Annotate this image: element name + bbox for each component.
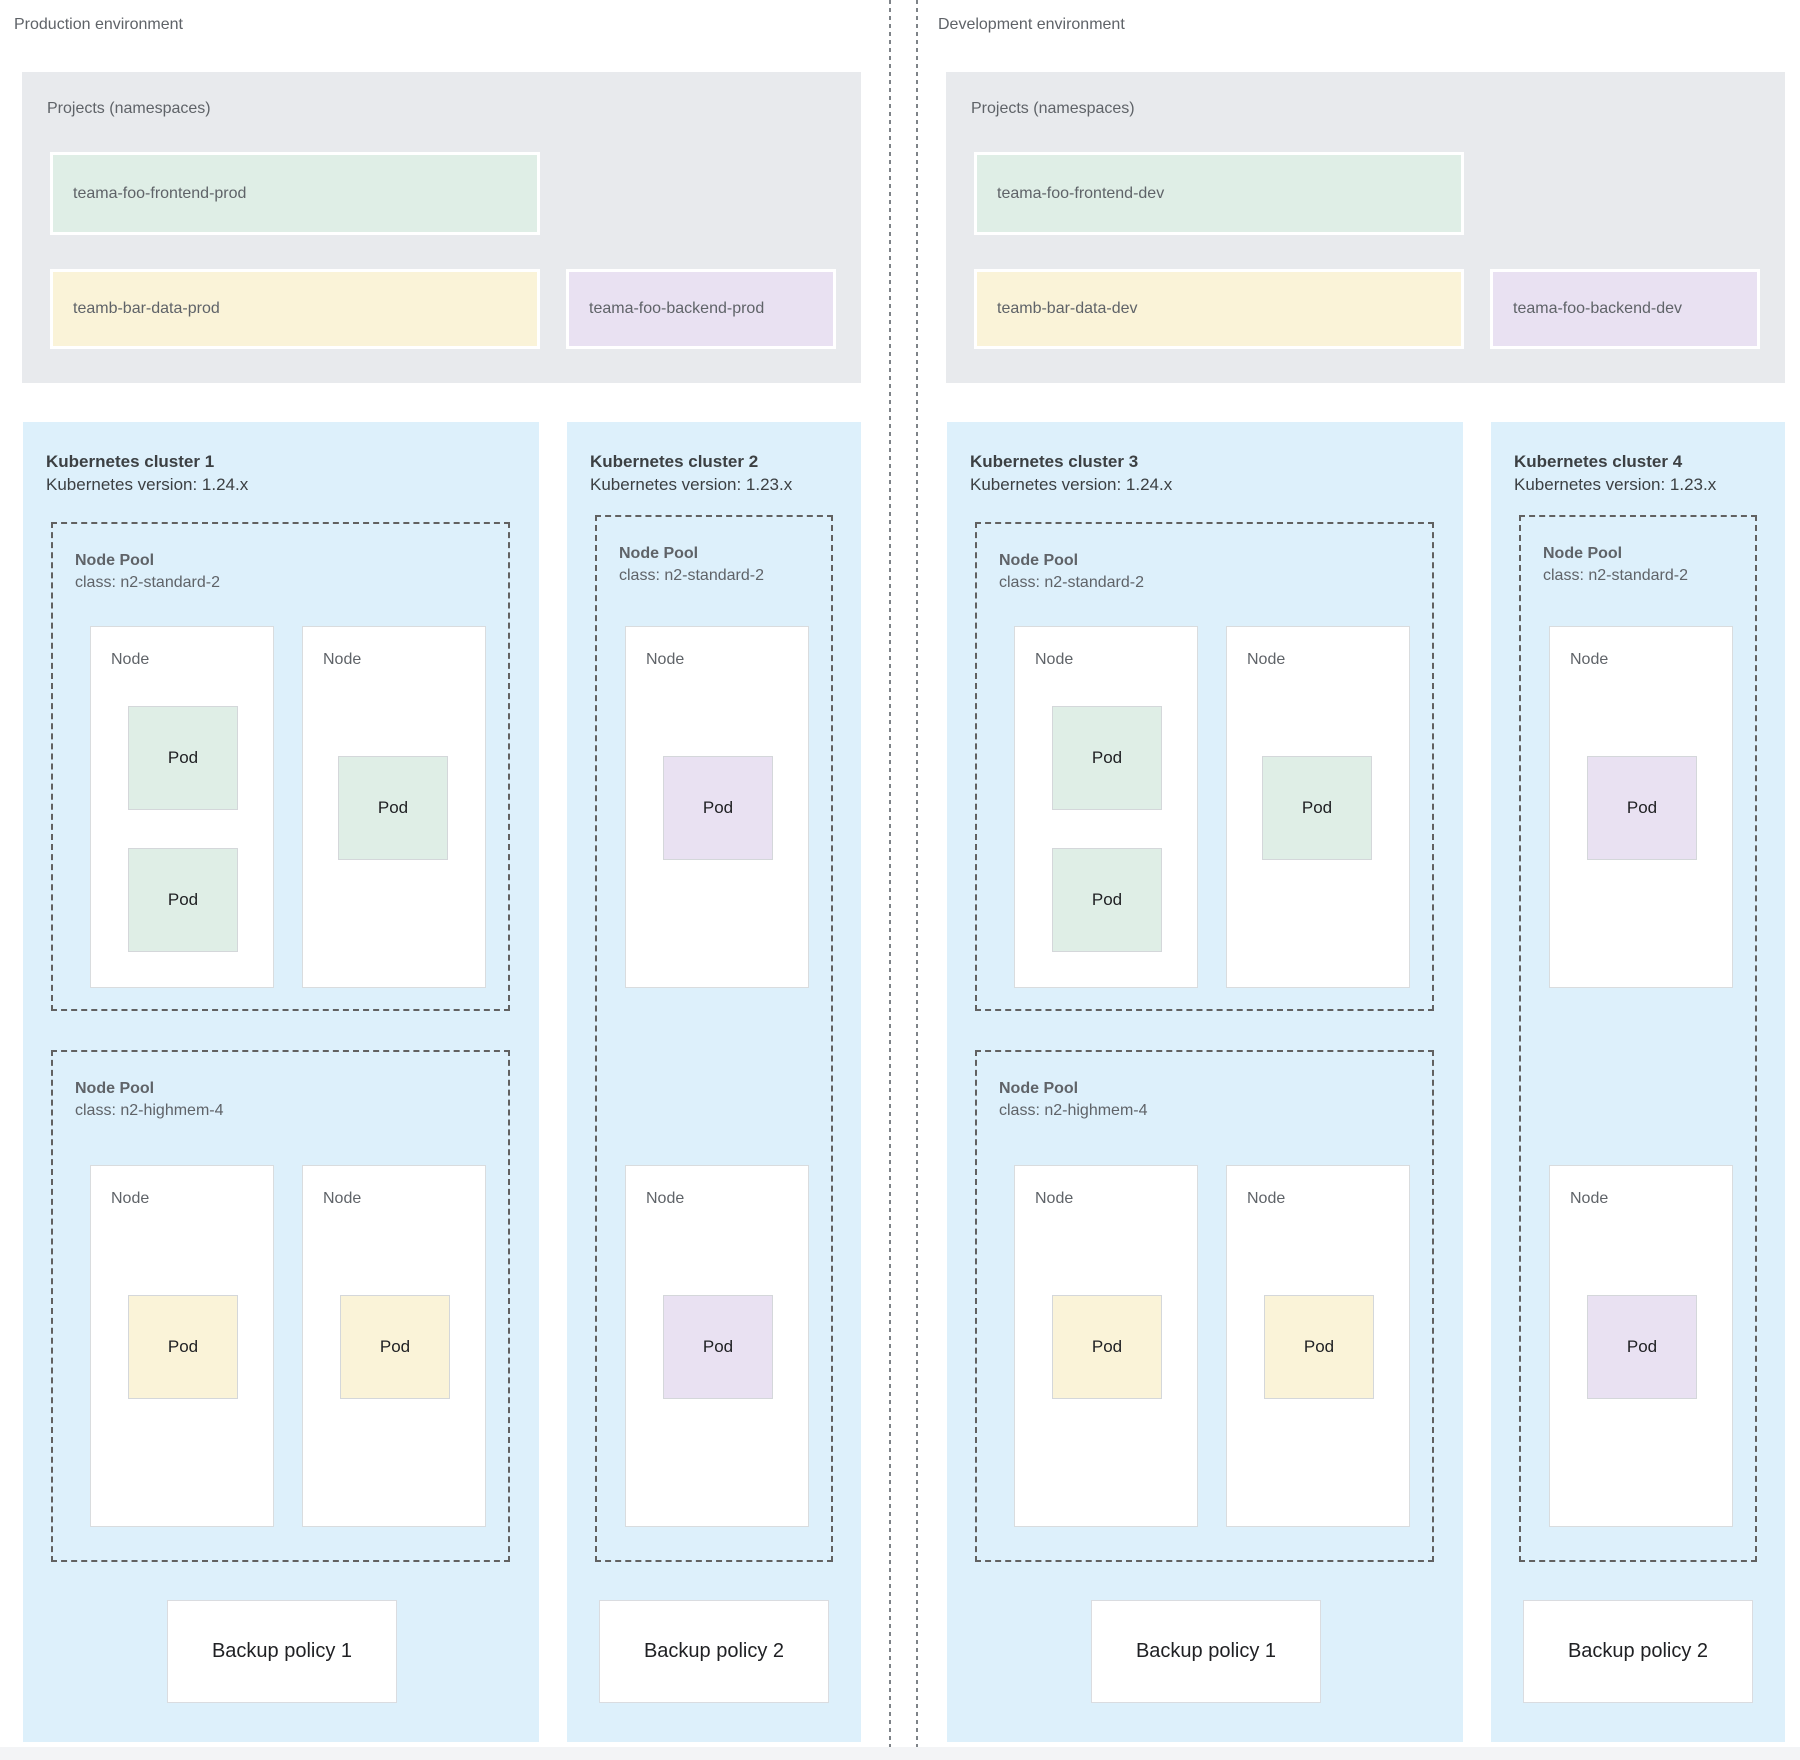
node-box: Node Pod Pod (90, 626, 274, 988)
node-label: Node (323, 651, 362, 668)
backup-policy-box: Backup policy 1 (1091, 1600, 1321, 1703)
node-box: Node Pod (1549, 626, 1733, 988)
environment-divider-line (889, 0, 891, 1760)
cluster-box: Kubernetes cluster 3 Kubernetes version:… (947, 422, 1463, 1742)
node-box: Node Pod (625, 626, 809, 988)
pod-box: Pod (340, 1295, 450, 1399)
pod-box: Pod (1052, 848, 1162, 952)
node-pool: Node Pool class: n2-highmem-4 Node Pod N… (975, 1050, 1434, 1562)
node-pool-class: class: n2-standard-2 (1543, 567, 1688, 584)
backup-policy-box: Backup policy 2 (599, 1600, 829, 1703)
project-item: teama-foo-backend-dev (1490, 269, 1760, 349)
environment-label: Development environment (938, 16, 1125, 33)
node-pool-name: Node Pool (1543, 545, 1623, 562)
pod-box: Pod (1587, 756, 1697, 860)
node-label: Node (1035, 651, 1074, 668)
node-pool: Node Pool class: n2-standard-2 Node Pod … (595, 515, 833, 1562)
node-pool: Node Pool class: n2-highmem-4 Node Pod N… (51, 1050, 510, 1562)
pod-box: Pod (1052, 706, 1162, 810)
cluster-title: Kubernetes cluster 3 (970, 452, 1139, 471)
node-box: Node Pod (302, 1165, 486, 1527)
pod-box: Pod (1587, 1295, 1697, 1399)
node-pool: Node Pool class: n2-standard-2 Node Pod … (51, 522, 510, 1011)
project-label: teama-foo-frontend-prod (73, 184, 247, 202)
project-label: teama-foo-backend-prod (589, 300, 765, 317)
projects-box: Projects (namespaces) teama-foo-frontend… (946, 72, 1785, 383)
cluster-version: Kubernetes version: 1.23.x (590, 475, 793, 494)
environment-divider-line (916, 0, 918, 1760)
cluster-version: Kubernetes version: 1.24.x (970, 475, 1173, 494)
pod-box: Pod (663, 756, 773, 860)
development-environment-section: Development environment Projects (namesp… (924, 0, 1800, 1760)
backup-policy-box: Backup policy 1 (167, 1600, 397, 1703)
projects-title: Projects (namespaces) (47, 100, 211, 117)
node-pool-name: Node Pool (75, 552, 155, 569)
project-item: teamb-bar-data-dev (974, 269, 1464, 349)
node-label: Node (646, 651, 685, 668)
cluster-box: Kubernetes cluster 4 Kubernetes version:… (1491, 422, 1785, 1742)
projects-title: Projects (namespaces) (971, 100, 1135, 117)
project-item: teama-foo-frontend-prod (50, 152, 540, 235)
project-item: teamb-bar-data-prod (50, 269, 540, 349)
production-environment-section: Production environment Projects (namespa… (0, 0, 877, 1760)
node-label: Node (323, 1190, 362, 1207)
project-label: teama-foo-backend-dev (1513, 300, 1682, 317)
node-pool-name: Node Pool (75, 1080, 155, 1097)
project-item: teama-foo-frontend-dev (974, 152, 1464, 235)
node-box: Node Pod (90, 1165, 274, 1527)
bottom-edge-strip (0, 1747, 1800, 1760)
cluster-box: Kubernetes cluster 2 Kubernetes version:… (567, 422, 861, 1742)
node-box: Node Pod (1014, 1165, 1198, 1527)
node-box: Node Pod (1226, 1165, 1410, 1527)
node-label: Node (646, 1190, 685, 1207)
node-pool-class: class: n2-highmem-4 (75, 1102, 224, 1119)
node-pool: Node Pool class: n2-standard-2 Node Pod … (975, 522, 1434, 1011)
pod-box: Pod (338, 756, 448, 860)
node-label: Node (1035, 1190, 1074, 1207)
node-box: Node Pod (625, 1165, 809, 1527)
node-label: Node (111, 1190, 150, 1207)
node-pool-name: Node Pool (619, 545, 699, 562)
pod-box: Pod (128, 1295, 238, 1399)
backup-policy-box: Backup policy 2 (1523, 1600, 1753, 1703)
node-pool-class: class: n2-highmem-4 (999, 1102, 1148, 1119)
node-pool-class: class: n2-standard-2 (75, 574, 220, 591)
node-pool-class: class: n2-standard-2 (999, 574, 1144, 591)
project-label: teama-foo-frontend-dev (997, 184, 1165, 202)
node-label: Node (1247, 651, 1286, 668)
pod-box: Pod (1052, 1295, 1162, 1399)
node-label: Node (1570, 651, 1609, 668)
node-pool: Node Pool class: n2-standard-2 Node Pod … (1519, 515, 1757, 1562)
pod-box: Pod (128, 706, 238, 810)
cluster-version: Kubernetes version: 1.23.x (1514, 475, 1717, 494)
node-box: Node Pod Pod (1014, 626, 1198, 988)
environment-label: Production environment (14, 16, 183, 33)
node-pool-name: Node Pool (999, 552, 1079, 569)
pod-box: Pod (663, 1295, 773, 1399)
node-label: Node (1570, 1190, 1609, 1207)
project-item: teama-foo-backend-prod (566, 269, 836, 349)
cluster-title: Kubernetes cluster 1 (46, 452, 215, 471)
node-pool-class: class: n2-standard-2 (619, 567, 764, 584)
pod-box: Pod (128, 848, 238, 952)
node-pool-name: Node Pool (999, 1080, 1079, 1097)
project-label: teamb-bar-data-dev (997, 300, 1138, 317)
node-box: Node Pod (1226, 626, 1410, 988)
cluster-title: Kubernetes cluster 4 (1514, 452, 1683, 471)
pod-box: Pod (1262, 756, 1372, 860)
pod-box: Pod (1264, 1295, 1374, 1399)
node-label: Node (111, 651, 150, 668)
cluster-version: Kubernetes version: 1.24.x (46, 475, 249, 494)
node-box: Node Pod (1549, 1165, 1733, 1527)
project-label: teamb-bar-data-prod (73, 300, 220, 317)
node-label: Node (1247, 1190, 1286, 1207)
cluster-title: Kubernetes cluster 2 (590, 452, 759, 471)
projects-box: Projects (namespaces) teama-foo-frontend… (22, 72, 861, 383)
cluster-box: Kubernetes cluster 1 Kubernetes version:… (23, 422, 539, 1742)
node-box: Node Pod (302, 626, 486, 988)
